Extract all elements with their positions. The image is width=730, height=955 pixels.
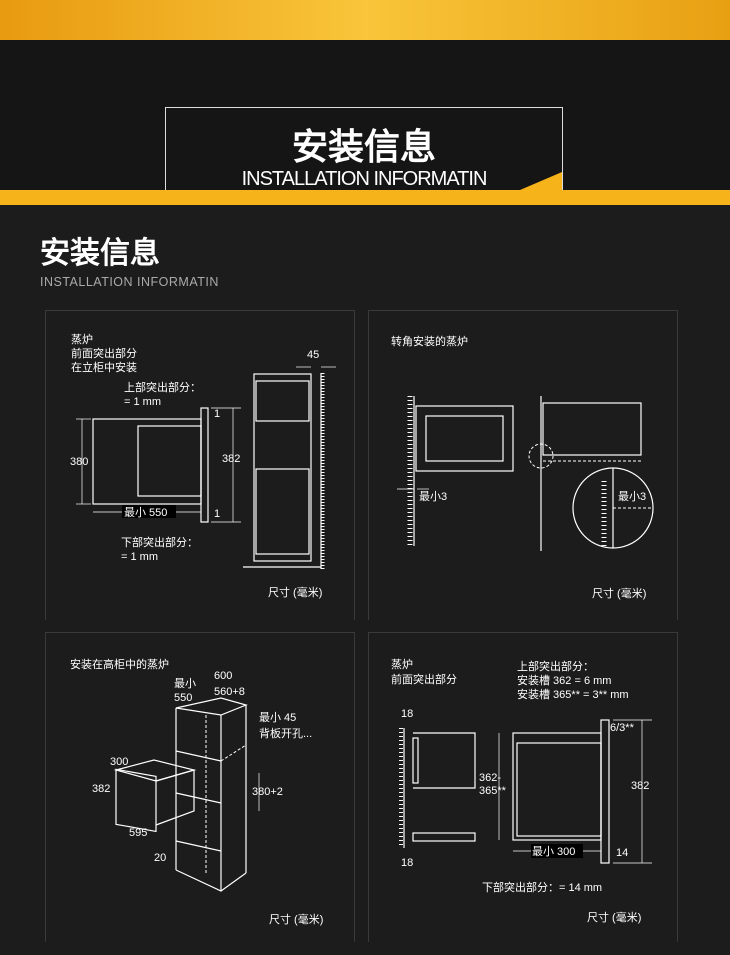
yellow-stripe bbox=[0, 190, 730, 205]
min-3-label: 最小3 bbox=[419, 490, 447, 503]
diagram-1: 蒸炉 前面突出部分 在立柜中安装 上部突出部分： = 1 mm 下部突出部分： … bbox=[70, 333, 336, 599]
dim-14: 14 bbox=[616, 847, 628, 859]
diagram-tall-cabinet: 安装在高柜中的蒸炉 600 最小 550 560+8 最小 45 背板开孔...… bbox=[45, 632, 355, 942]
bottom-protrusion-label: 下部突出部分：= 14 mm bbox=[482, 880, 602, 894]
label: 在立柜中安装 bbox=[71, 360, 137, 374]
diagram-4: 蒸炉 前面突出部分 上部突出部分： 安装槽 362 = 6 mm 安装槽 365… bbox=[391, 658, 652, 924]
diagram-3: 安装在高柜中的蒸炉 600 最小 550 560+8 最小 45 背板开孔...… bbox=[70, 657, 323, 926]
label: 安装槽 365** = 3** mm bbox=[517, 687, 629, 701]
back-hole-label: 背板开孔... bbox=[259, 726, 312, 740]
banner-title-en: INSTALLATION INFORMATIN bbox=[241, 168, 488, 190]
dim-min: 最小 bbox=[174, 677, 196, 690]
unit-label: 尺寸 (毫米) bbox=[587, 910, 641, 924]
oven-body bbox=[92, 418, 202, 505]
panel-title: 安装在高柜中的蒸炉 bbox=[70, 657, 169, 671]
dim-600: 600 bbox=[214, 670, 232, 682]
dim-382: 382 bbox=[631, 780, 649, 792]
panel-title: 转角安装的蒸炉 bbox=[391, 334, 468, 348]
corner-cabinet bbox=[542, 402, 642, 456]
section-subtitle: INSTALLATION INFORMATIN bbox=[40, 275, 219, 289]
dim-365: 365** bbox=[479, 785, 507, 797]
oven-body bbox=[512, 732, 602, 841]
label: 蒸炉 bbox=[391, 658, 413, 671]
dim-18-top: 18 bbox=[401, 708, 413, 720]
min-3-detail-label: 最小3 bbox=[618, 490, 646, 503]
dim-45: 45 bbox=[307, 349, 319, 361]
oven-cavity bbox=[137, 425, 202, 497]
dim-560: 560+8 bbox=[214, 686, 245, 698]
dim-20: 20 bbox=[154, 852, 166, 864]
label: 蒸炉 bbox=[71, 333, 93, 346]
oven-body bbox=[415, 405, 514, 472]
dim-362: 362- bbox=[479, 772, 501, 784]
label: = 1 mm bbox=[121, 551, 158, 563]
label: 上部突出部分： bbox=[517, 659, 594, 673]
top-gradient-band bbox=[0, 0, 730, 40]
section-title: 安装信息 bbox=[40, 236, 160, 271]
oven-front bbox=[600, 719, 610, 864]
dim-18-bottom: 18 bbox=[401, 857, 413, 869]
label: = 1 mm bbox=[124, 396, 161, 408]
label: 下部突出部分： bbox=[121, 535, 198, 549]
banner-title-box: 安装信息 INSTALLATION INFORMATIN bbox=[165, 107, 563, 203]
dim-bottom-gap: 1 bbox=[214, 508, 220, 520]
dim-min-300: 最小 300 bbox=[532, 845, 575, 858]
unit-label: 尺寸 (毫米) bbox=[592, 586, 646, 600]
dim-380: 380+2 bbox=[252, 786, 283, 798]
oven-front bbox=[200, 407, 209, 523]
oven-front bbox=[115, 768, 157, 833]
dim-min-550: 最小 550 bbox=[124, 506, 167, 519]
diagram-column-cabinet: 蒸炉 前面突出部分 在立柜中安装 上部突出部分： = 1 mm 下部突出部分： … bbox=[45, 310, 355, 620]
banner: 安装信息 INSTALLATION INFORMATIN bbox=[0, 40, 730, 203]
dim-300: 300 bbox=[110, 756, 128, 768]
dim-min45: 最小 45 bbox=[259, 711, 296, 724]
dim-6-3: 6/3** bbox=[610, 722, 635, 734]
label: 上部突出部分： bbox=[124, 380, 201, 394]
diagram-front-protrusion: 蒸炉 前面突出部分 上部突出部分： 安装槽 362 = 6 mm 安装槽 365… bbox=[368, 632, 678, 942]
label: 安装槽 362 = 6 mm bbox=[517, 673, 611, 687]
column-cabinet bbox=[253, 373, 312, 562]
unit-label: 尺寸 (毫米) bbox=[268, 585, 322, 599]
label: 前面突出部分 bbox=[71, 346, 137, 360]
diagram-corner-install: 转角安装的蒸炉 最小3 最小3 尺寸 (毫米) bbox=[368, 310, 678, 620]
banner-title-zh: 安装信息 bbox=[291, 126, 436, 168]
dim-top-gap: 1 bbox=[214, 408, 220, 420]
unit-label: 尺寸 (毫米) bbox=[269, 912, 323, 926]
diagram-2: 转角安装的蒸炉 最小3 最小3 尺寸 (毫米) bbox=[391, 334, 654, 600]
dim-595: 595 bbox=[129, 827, 147, 839]
dim-550: 550 bbox=[174, 692, 192, 704]
dim-380: 380 bbox=[70, 456, 88, 468]
dim-382: 382 bbox=[92, 783, 110, 795]
dim-382: 382 bbox=[222, 453, 240, 465]
label: 前面突出部分 bbox=[391, 672, 457, 686]
